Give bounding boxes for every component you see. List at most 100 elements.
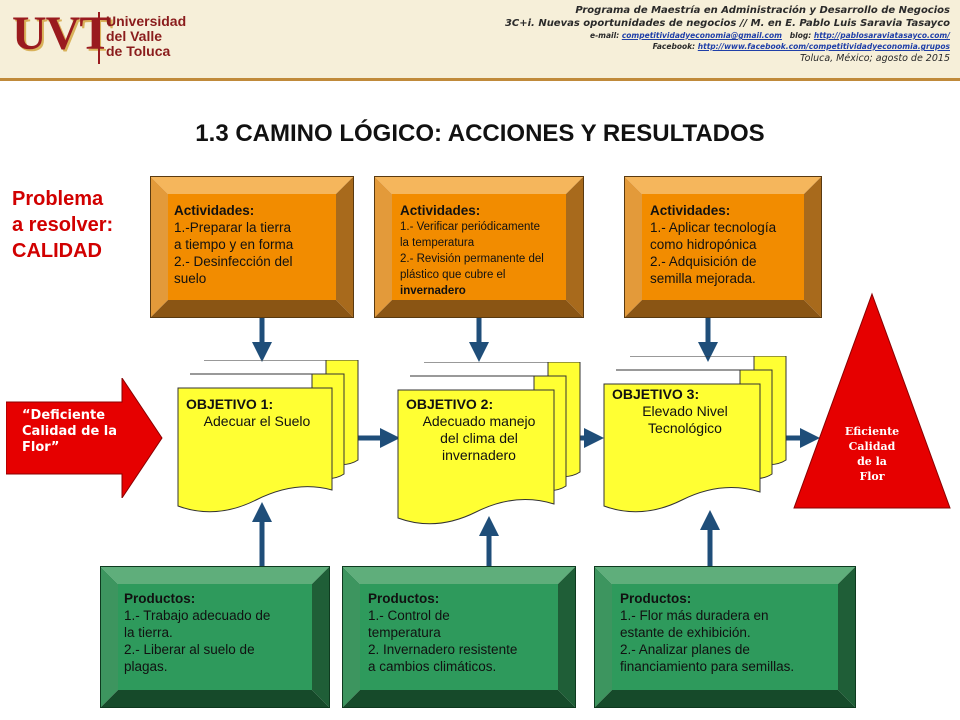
goal-line-3: de la: [857, 455, 887, 468]
activity-1-heading: Actividades:: [174, 203, 255, 218]
goal-triangle-shape: [793, 292, 951, 509]
product-box-3-shape: [594, 566, 856, 708]
activity-1-line: 2.- Desinfección del: [174, 254, 293, 269]
objective-3-text: OBJETIVO 3: Elevado Nivel Tecnológico: [612, 386, 758, 437]
objective-3-line: Elevado Nivel: [642, 403, 728, 419]
product-1-text: Productos: 1.- Trabajo adecuado de la ti…: [124, 590, 314, 675]
facebook-label: Facebook:: [652, 42, 696, 51]
objective-3-shape: [603, 355, 787, 513]
objective-2-line: Adecuado manejo: [422, 413, 536, 429]
header-info: Programa de Maestría en Administración y…: [505, 4, 950, 65]
product-3-heading: Productos:: [620, 591, 692, 606]
objective-1-text: OBJETIVO 1: Adecuar el Suelo: [186, 396, 328, 430]
activity-1-line: a tiempo y en forma: [174, 237, 294, 252]
product-3-line: estante de exhibición.: [620, 625, 751, 640]
activity-2-text: Actividades: 1.- Verificar periódicament…: [400, 202, 570, 299]
product-2-line: temperatura: [368, 625, 441, 640]
objective-1: OBJETIVO 1: Adecuar el Suelo: [176, 359, 362, 520]
objective-2: OBJETIVO 2: Adecuado manejo del clima de…: [396, 361, 586, 532]
contact-line: e-mail: competitividadyeconomia@gmail.co…: [505, 30, 950, 41]
problem-line-3: CALIDAD: [12, 240, 102, 262]
objective-1-heading: OBJETIVO 1:: [186, 396, 274, 412]
activity-3-heading: Actividades:: [650, 203, 731, 218]
objective-3-line: Tecnológico: [648, 420, 722, 436]
activity-2-line: la temperatura: [400, 237, 475, 249]
product-1-heading: Productos:: [124, 591, 196, 606]
activity-1-text: Actividades: 1.-Preparar la tierra a tie…: [174, 202, 334, 287]
activity-3-line: semilla mejorada.: [650, 271, 756, 286]
product-2-line: 1.- Control de: [368, 608, 450, 623]
product-1-line: la tierra.: [124, 625, 173, 640]
problem-label: Problema a resolver: CALIDAD: [12, 186, 113, 264]
product-3-line: financiamiento para semillas.: [620, 659, 795, 674]
activity-box-3: Actividades: 1.- Aplicar tecnología como…: [624, 176, 822, 318]
objective-2-line: invernadero: [442, 447, 516, 463]
activity-3-line: 2.- Adquisición de: [650, 254, 757, 269]
product-2-text: Productos: 1.- Control de temperatura 2.…: [368, 590, 560, 675]
product-2-line: 2. Invernadero resistente: [368, 642, 518, 657]
product-box-3: Productos: 1.- Flor más duradera en esta…: [594, 566, 856, 708]
activity-box-3-shape: [624, 176, 822, 318]
activity-1-line: 1.-Preparar la tierra: [174, 220, 292, 235]
goal-line-2: Calidad: [848, 440, 896, 453]
problem-line-2: a resolver:: [12, 214, 114, 236]
email-label: e-mail:: [589, 31, 620, 40]
activity-box-1: Actividades: 1.-Preparar la tierra a tie…: [150, 176, 354, 318]
activity-3-text: Actividades: 1.- Aplicar tecnología como…: [650, 202, 808, 287]
objective-2-shape: [397, 361, 581, 525]
product-3-line: 1.- Flor más duradera en: [620, 608, 769, 623]
product-box-2-shape: [342, 566, 576, 708]
goal-line-1: Eficiente: [844, 425, 900, 438]
product-1-line: 2.- Liberar al suelo de: [124, 642, 255, 657]
start-line-1: “Deficiente: [22, 408, 106, 423]
product-1-line: plagas.: [124, 659, 168, 674]
objective-2-heading: OBJETIVO 2:: [406, 396, 494, 412]
activity-2-line: plástico que cubre el: [400, 269, 506, 281]
blog-link[interactable]: http://pablosaraviatasayco.com/: [813, 31, 950, 40]
objective-3: OBJETIVO 3: Elevado Nivel Tecnológico: [602, 355, 792, 522]
starting-state-arrow: “Deficiente Calidad de la Flor”: [5, 376, 166, 500]
goal-text: Eficiente Calidad de la Flor: [792, 424, 952, 484]
product-3-line: 2.- Analizar planes de: [620, 642, 750, 657]
logo-line-3: de Toluca: [106, 43, 171, 59]
activity-3-line: como hidropónica: [650, 237, 757, 252]
product-2-line: a cambios climáticos.: [368, 659, 497, 674]
objective-2-text: OBJETIVO 2: Adecuado manejo del clima de…: [406, 396, 552, 464]
objective-1-shape: [177, 359, 359, 513]
start-text: “Deficiente Calidad de la Flor”: [22, 408, 117, 456]
facebook-line: Facebook: http://www.facebook.com/compet…: [505, 41, 950, 52]
logo-line-1: Universidad: [106, 13, 187, 29]
product-2-heading: Productos:: [368, 591, 440, 606]
program-name: Programa de Maestría en Administración y…: [575, 5, 950, 16]
product-3-text: Productos: 1.- Flor más duradera en esta…: [620, 590, 842, 675]
activity-box-2: Actividades: 1.- Verificar periódicament…: [374, 176, 584, 318]
logo-text: Universidad del Valle de Toluca: [106, 14, 186, 59]
course-name: 3C+i. Nuevas oportunidades de negocios /…: [504, 18, 950, 29]
activity-box-2-shape: [374, 176, 584, 318]
activity-2-line: 2.- Revisión permanente del: [400, 253, 544, 265]
start-arrow-shape: [5, 376, 163, 500]
email-link[interactable]: competitividadyeconomia@gmail.com: [621, 31, 782, 40]
problem-line-1: Problema: [12, 188, 104, 210]
activity-2-line: 1.- Verificar periódicamente: [400, 221, 540, 233]
product-1-line: 1.- Trabajo adecuado de: [124, 608, 271, 623]
goal-line-4: Flor: [859, 470, 885, 483]
logo-mark: UVT: [12, 7, 111, 60]
product-box-2: Productos: 1.- Control de temperatura 2.…: [342, 566, 576, 708]
header-divider: [0, 78, 960, 81]
logo-line-2: del Valle: [106, 28, 163, 44]
start-line-3: Flor”: [22, 440, 60, 455]
product-box-1: Productos: 1.- Trabajo adecuado de la ti…: [100, 566, 330, 708]
objective-1-line: Adecuar el Suelo: [203, 413, 311, 429]
activity-2-heading: Actividades:: [400, 203, 481, 218]
goal-triangle: Eficiente Calidad de la Flor: [792, 292, 952, 510]
start-line-2: Calidad de la: [22, 424, 118, 439]
logo-divider: [98, 12, 100, 64]
activity-3-line: 1.- Aplicar tecnología: [650, 220, 777, 235]
facebook-link[interactable]: http://www.facebook.com/competitividadye…: [697, 42, 950, 51]
activity-box-1-shape: [150, 176, 354, 318]
slide-title: 1.3 CAMINO LÓGICO: ACCIONES Y RESULTADOS: [195, 120, 765, 147]
blog-label: blog:: [789, 31, 812, 40]
place-date: Toluca, México; agosto de 2015: [800, 53, 950, 64]
slide-header: UVT Universidad del Valle de Toluca Prog…: [0, 0, 960, 78]
